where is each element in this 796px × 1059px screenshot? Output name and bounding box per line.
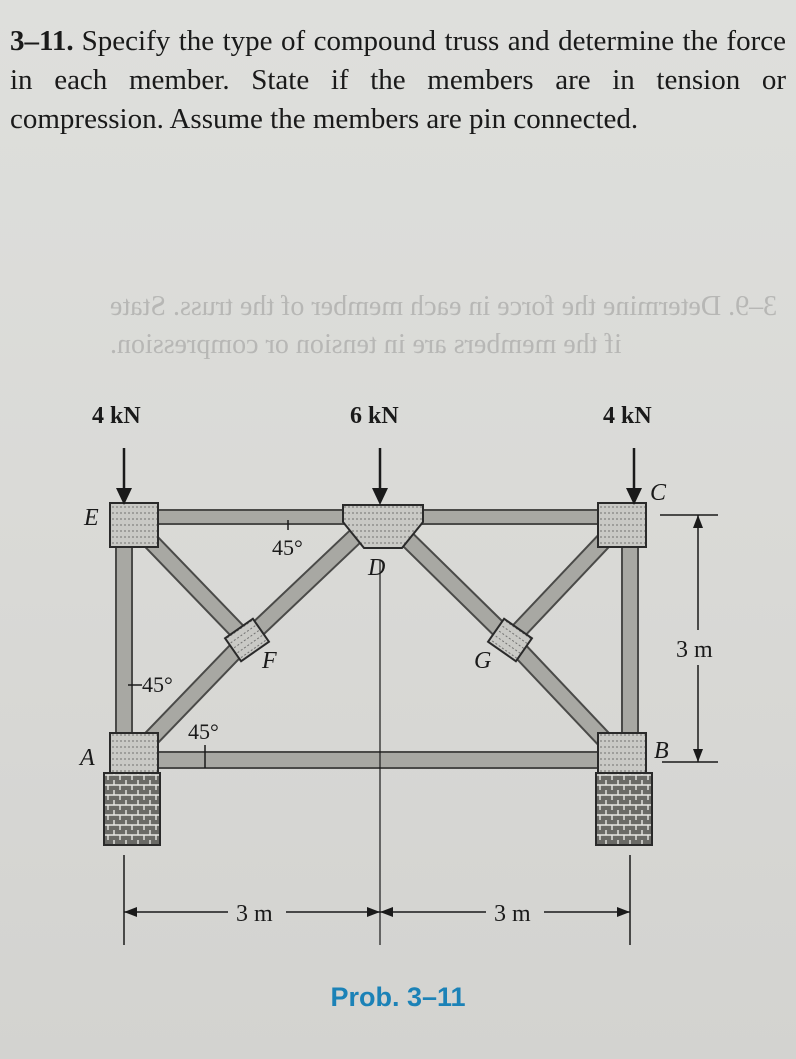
height-dimension [660, 514, 718, 763]
load-arrows [116, 448, 642, 505]
dimension-span-right: 3 m [494, 901, 531, 927]
angle-label-top: 45° [272, 535, 303, 560]
problem-statement: 3–11.Specify the type of compound truss … [10, 22, 786, 139]
gusset-A [109, 732, 159, 774]
problem-number: 3–11. [10, 25, 74, 57]
gusset-D [342, 504, 424, 549]
joint-label-D: D [367, 555, 385, 581]
joint-label-E: E [83, 505, 99, 531]
gusset-C [597, 502, 647, 548]
dimension-span-left: 3 m [236, 901, 273, 927]
span-dimensions [123, 560, 631, 945]
support-B [595, 772, 653, 846]
supports [103, 772, 653, 846]
gusset-G [486, 617, 534, 663]
joint-label-C: C [650, 480, 667, 506]
angle-label-left: 45° [142, 672, 173, 697]
joint-label-A: A [78, 745, 95, 771]
load-label-D: 6 kN [350, 403, 399, 429]
joint-label-G: G [474, 648, 491, 674]
gusset-E [109, 502, 159, 548]
dimension-height: 3 m [676, 637, 713, 663]
truss-members [115, 509, 639, 769]
figure-caption: Prob. 3–11 [330, 982, 466, 1012]
problem-text: Specify the type of compound truss and d… [10, 25, 786, 135]
gusset-plates [109, 502, 647, 774]
load-label-E: 4 kN [92, 403, 141, 429]
gusset-B [597, 732, 647, 774]
load-label-C: 4 kN [603, 403, 652, 429]
gusset-F [223, 617, 271, 663]
angle-label-bottom: 45° [188, 719, 219, 744]
support-A [103, 772, 161, 846]
joint-label-B: B [654, 738, 669, 764]
joint-label-F: F [261, 648, 277, 674]
